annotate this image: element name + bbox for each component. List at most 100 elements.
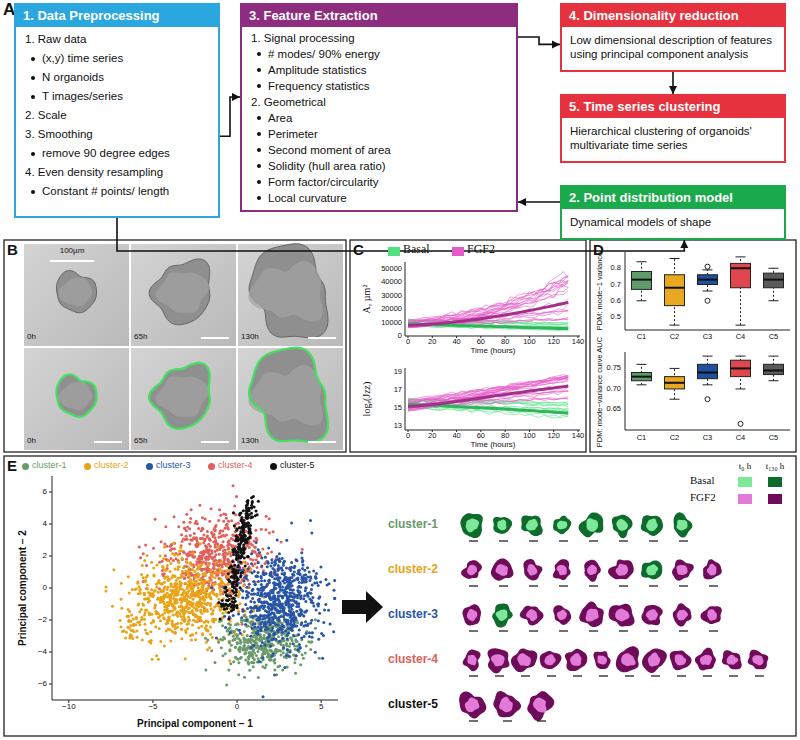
figure-mark — [269, 645, 272, 648]
figure-mark — [190, 638, 193, 641]
figure-mark — [198, 504, 201, 507]
figure-mark — [186, 591, 189, 594]
figure-mark — [255, 654, 258, 657]
figure-mark — [164, 576, 167, 579]
figure-mark — [174, 602, 177, 605]
figure-mark — [164, 554, 167, 557]
figure-mark — [225, 683, 228, 686]
figure-mark — [738, 421, 743, 426]
figure-mark — [204, 563, 207, 566]
figure-mark — [192, 619, 195, 622]
figure-mark — [237, 673, 240, 676]
figure-mark — [247, 663, 250, 666]
figure-mark — [211, 612, 214, 615]
figure-mark — [232, 635, 235, 638]
figure-mark — [206, 530, 209, 533]
figure-mark — [219, 529, 222, 532]
figure-mark — [202, 598, 205, 601]
figure-mark — [167, 559, 170, 562]
figure-mark — [163, 543, 166, 546]
figure-mark — [174, 568, 177, 571]
figure-mark — [142, 576, 145, 579]
micrograph — [131, 244, 236, 346]
figure-mark — [154, 604, 157, 607]
figure-mark — [239, 602, 242, 605]
figure-mark — [665, 275, 685, 306]
figure-mark — [237, 637, 240, 640]
figure-mark — [139, 556, 142, 559]
figure-mark — [153, 590, 156, 593]
figure-mark — [205, 545, 208, 548]
figure-mark — [177, 591, 180, 594]
figure-mark — [268, 517, 271, 520]
figure-mark — [255, 541, 258, 544]
figure-mark — [52, 476, 338, 700]
figure-mark — [219, 590, 222, 593]
figure-mark — [204, 518, 207, 521]
figure-mark — [131, 588, 134, 591]
contour — [249, 348, 328, 442]
figure-mark — [268, 640, 271, 643]
figure-mark — [257, 657, 260, 660]
figure-mark — [145, 587, 148, 590]
figure-mark — [220, 544, 223, 547]
figure-mark — [307, 640, 310, 643]
figure-mark — [166, 604, 169, 607]
figure-mark — [203, 609, 206, 612]
figure-mark — [185, 557, 188, 560]
figure-mark — [167, 619, 170, 622]
scale-bar — [94, 441, 122, 443]
figure-mark — [158, 627, 161, 630]
figure-mark — [119, 625, 122, 628]
figure-mark — [191, 609, 194, 612]
figure-mark — [297, 633, 300, 636]
figure-mark — [233, 638, 236, 641]
figure-mark — [228, 551, 231, 554]
figure-mark — [769, 380, 779, 381]
figure-mark — [159, 640, 162, 643]
figure-mark — [235, 495, 238, 498]
figure-mark — [222, 534, 225, 537]
figure-mark — [248, 365, 322, 425]
figure-mark — [171, 620, 174, 623]
figure-mark — [171, 604, 174, 607]
figure-mark — [167, 578, 170, 581]
figure-mark — [196, 591, 199, 594]
figure-mark — [196, 540, 199, 543]
figure-mark — [273, 668, 276, 671]
figure-mark — [184, 582, 187, 585]
figure-mark — [128, 610, 131, 613]
figure-mark — [188, 606, 191, 609]
figure-mark — [146, 554, 149, 557]
figure-mark — [204, 579, 207, 582]
figure-mark — [251, 627, 254, 630]
figure-mark — [232, 534, 235, 537]
figure-mark — [197, 527, 200, 530]
figure-mark — [246, 634, 249, 637]
figure-mark — [243, 630, 246, 633]
figure-mark — [670, 325, 680, 326]
figure-mark — [166, 601, 169, 604]
figure-mark — [176, 568, 179, 571]
figure-mark — [202, 527, 205, 530]
figure-mark — [195, 583, 198, 586]
figure-mark — [243, 637, 246, 640]
figure-mark — [243, 613, 246, 616]
figure-mark — [227, 622, 230, 625]
figure-mark — [201, 516, 204, 519]
figure-mark — [160, 590, 163, 593]
figure-mark — [195, 580, 198, 583]
figure-mark — [137, 592, 140, 595]
figure-mark — [163, 585, 166, 588]
figure-mark — [260, 637, 263, 640]
figure-mark — [263, 620, 266, 623]
figure-mark — [211, 587, 214, 590]
figure-mark — [162, 601, 165, 604]
figure-mark — [186, 592, 189, 595]
figure-mark — [272, 659, 275, 662]
figure-mark — [135, 629, 138, 632]
figure-mark — [129, 633, 132, 636]
figure-mark — [192, 536, 195, 539]
figure-mark — [151, 595, 154, 598]
figure-mark — [58, 381, 92, 410]
